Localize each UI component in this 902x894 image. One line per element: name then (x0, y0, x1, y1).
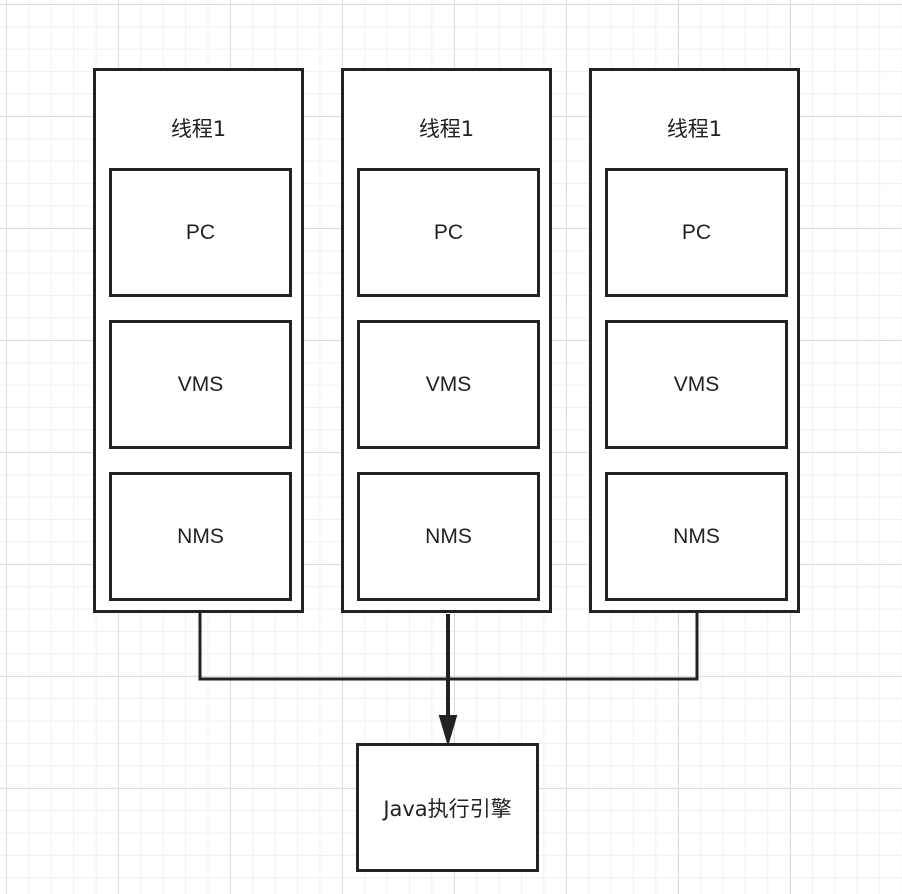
nms-box: NMS (109, 472, 292, 601)
thread-title: 线程1 (666, 117, 723, 141)
thread-container-3: 线程1 PC VMS NMS (589, 68, 800, 613)
thread-container-1: 线程1 PC VMS NMS (93, 68, 304, 613)
thread-title: 线程1 (170, 117, 227, 141)
pc-box: PC (357, 168, 540, 297)
nms-box: NMS (605, 472, 788, 601)
thread-container-2: 线程1 PC VMS NMS (341, 68, 552, 613)
pc-box: PC (605, 168, 788, 297)
vms-box: VMS (605, 320, 788, 449)
vms-box: VMS (357, 320, 540, 449)
nms-box: NMS (357, 472, 540, 601)
vms-box: VMS (109, 320, 292, 449)
pc-box: PC (109, 168, 292, 297)
thread-title: 线程1 (418, 117, 475, 141)
arrow-head (438, 715, 458, 747)
java-execution-engine-box: Java执行引擎 (356, 743, 539, 872)
